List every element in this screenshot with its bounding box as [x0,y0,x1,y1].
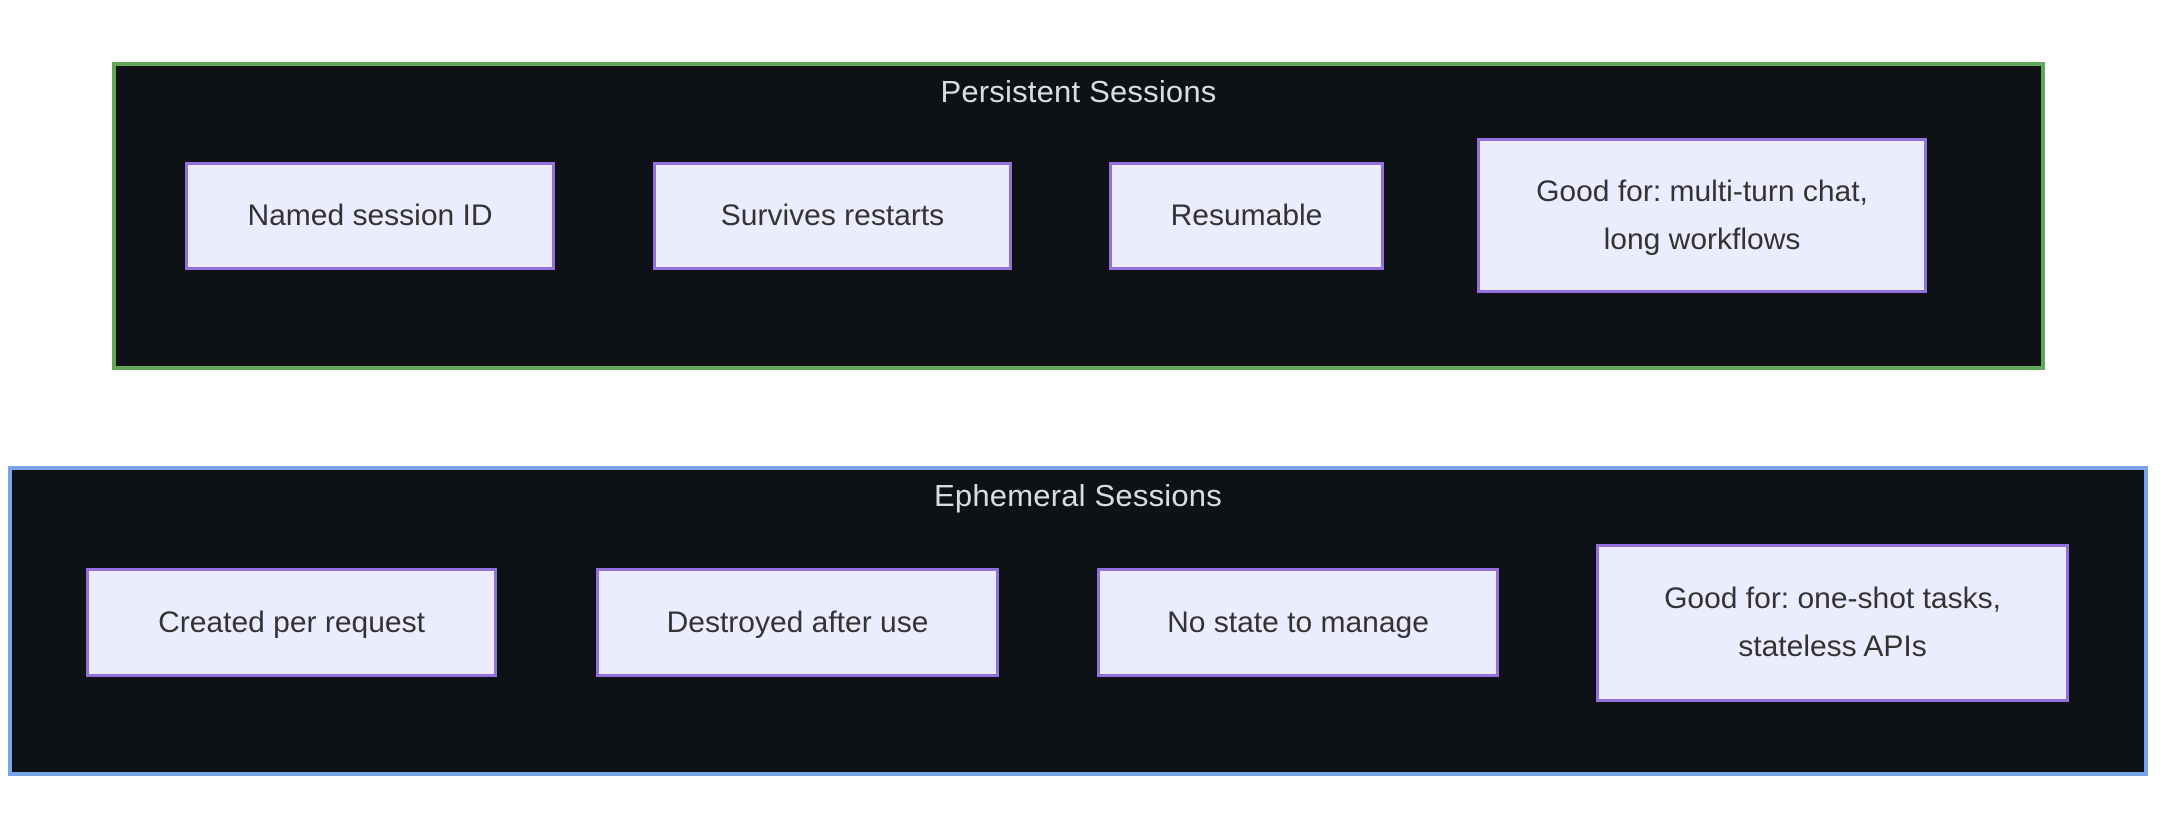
cluster-persistent-sessions: Persistent Sessions Named session ID Sur… [112,62,2045,370]
cluster-ephemeral-sessions: Ephemeral Sessions Created per request D… [8,466,2148,776]
node-label: Destroyed after use [666,605,929,639]
node-resumable: Resumable [1109,162,1384,270]
node-good-for-multi-turn-chat: Good for: multi-turn chat, long workflow… [1477,138,1927,293]
node-no-state-to-manage: No state to manage [1097,568,1499,677]
node-label: Good for: one-shot tasks, stateless APIs [1664,582,2001,663]
node-label: No state to manage [1167,605,1429,639]
node-label: Named session ID [247,199,493,232]
node-destroyed-after-use: Destroyed after use [596,568,999,677]
cluster-title-persistent-sessions: Persistent Sessions [940,74,1217,109]
cluster-title-ephemeral-sessions: Ephemeral Sessions [934,478,1222,513]
node-label: Good for: multi-turn chat, long workflow… [1536,174,1868,256]
node-label: Created per request [158,605,425,639]
node-named-session-id: Named session ID [185,162,555,270]
node-created-per-request: Created per request [86,568,497,677]
node-label: Survives restarts [720,199,945,232]
node-label: Resumable [1170,199,1323,232]
node-survives-restarts: Survives restarts [653,162,1012,270]
node-good-for-one-shot-tasks: Good for: one-shot tasks, stateless APIs [1596,544,2069,702]
